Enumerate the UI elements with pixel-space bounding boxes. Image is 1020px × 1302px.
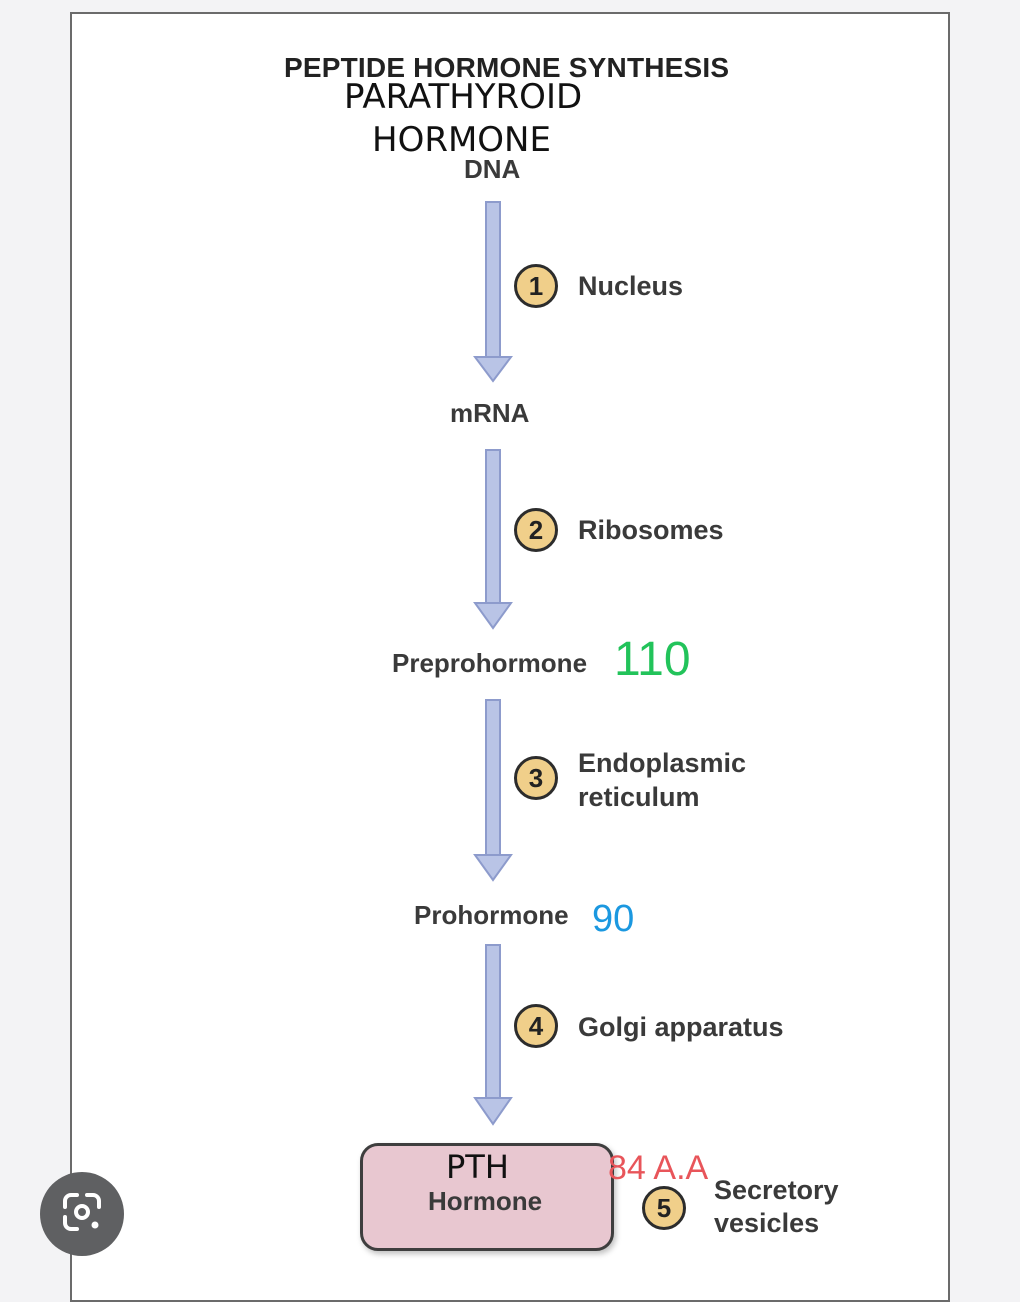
step-label-golgi: Golgi apparatus <box>578 1012 784 1042</box>
step-badge-3: 3 <box>514 756 558 800</box>
overlay-title-line2: HORMONE <box>372 120 551 160</box>
diagram-title: PEPTIDE HORMONE SYNTHESIS <box>284 52 730 83</box>
step-badge-4: 4 <box>514 1004 558 1048</box>
google-lens-button[interactable] <box>40 1172 124 1256</box>
step-badge-1: 1 <box>514 264 558 308</box>
box-label-pth: PTH <box>446 1148 509 1186</box>
google-lens-icon <box>57 1187 107 1242</box>
step-label-secretory-line2: vesicles <box>714 1208 820 1238</box>
step-label-nucleus: Nucleus <box>578 271 684 301</box>
step-label-er-line1: Endoplasmic <box>578 748 747 778</box>
arrow-3 <box>473 699 513 882</box>
arrow-4 <box>473 944 513 1126</box>
prohormone-count: 90 <box>592 898 635 940</box>
step-label-er-line2: reticulum <box>578 782 700 812</box>
diagram-card <box>70 12 950 1302</box>
preprohormone-count: 110 <box>614 633 691 686</box>
step-badge-5: 5 <box>642 1186 686 1230</box>
step-badge-2: 2 <box>514 508 558 552</box>
step-label-secretory-line1: Secretory <box>714 1175 839 1205</box>
hormone-box <box>360 1143 614 1251</box>
node-dna: DNA <box>464 154 521 184</box>
arrow-1 <box>473 201 513 383</box>
overlay-title-line1: PARATHYROID <box>344 77 583 117</box>
step-label-ribosomes: Ribosomes <box>578 515 724 545</box>
arrow-2 <box>473 449 513 630</box>
node-mrna: mRNA <box>450 398 530 428</box>
box-label-hormone: Hormone <box>428 1186 543 1216</box>
hormone-count: 84 A.A <box>608 1149 709 1187</box>
node-prohormone: Prohormone <box>414 900 569 930</box>
node-preprohormone: Preprohormone <box>392 648 588 678</box>
